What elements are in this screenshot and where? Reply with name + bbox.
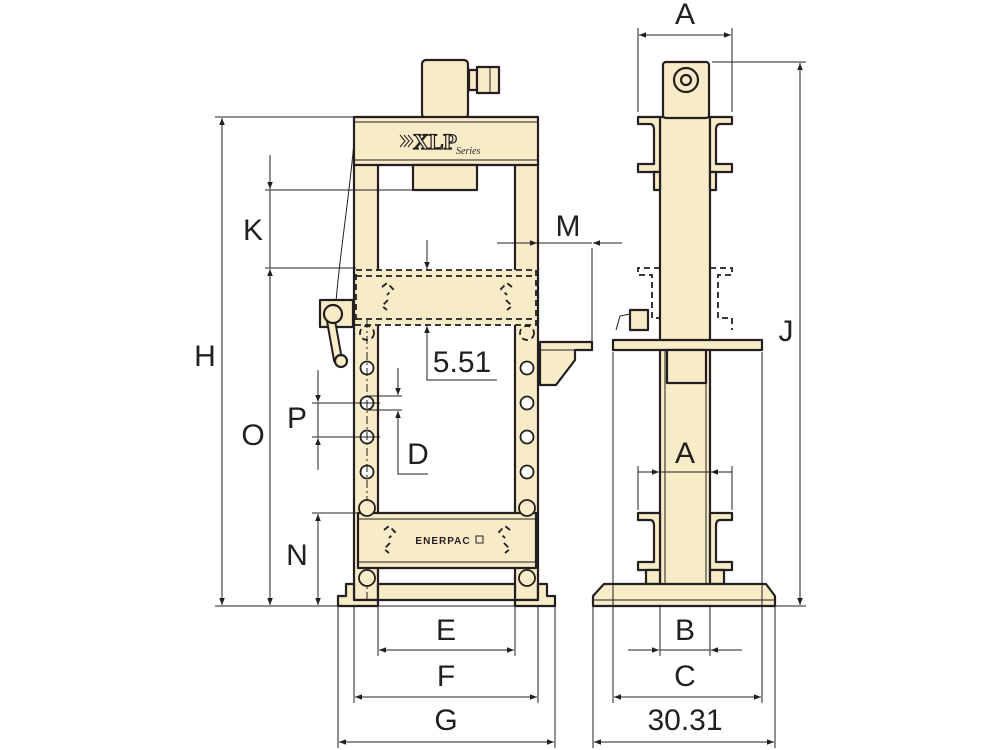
left-foot bbox=[336, 582, 380, 608]
dim-d: D bbox=[407, 438, 429, 471]
dim-e: E bbox=[436, 614, 456, 647]
dim-b: B bbox=[675, 614, 695, 647]
bolster-alt-position bbox=[355, 269, 537, 326]
dim-p: P bbox=[287, 402, 307, 435]
cylinder bbox=[420, 58, 470, 120]
right-foot bbox=[513, 582, 557, 608]
front-dimensions: H K O N P D 5.51 M bbox=[194, 116, 622, 748]
side-dimensions: A J A B C 30.31 bbox=[592, 0, 806, 748]
side-view bbox=[591, 60, 777, 608]
ram bbox=[411, 163, 479, 192]
coupler-fitting bbox=[467, 65, 501, 95]
dim-h: H bbox=[194, 340, 216, 373]
svg-text:XLP: XLP bbox=[413, 129, 457, 154]
side-table bbox=[611, 338, 764, 352]
bottom-crossbar bbox=[376, 582, 517, 602]
lower-bolster bbox=[356, 511, 538, 570]
side-base bbox=[591, 582, 777, 608]
dim-g: G bbox=[434, 704, 457, 737]
dim-o: O bbox=[241, 419, 264, 452]
brand-plate: ENERPAC bbox=[415, 536, 470, 547]
dim-k: K bbox=[243, 214, 263, 247]
dim-stroke-value: 5.51 bbox=[433, 346, 491, 379]
dim-f: F bbox=[437, 660, 455, 693]
dim-base-depth: 30.31 bbox=[647, 704, 722, 737]
pump bbox=[628, 308, 650, 332]
side-tray bbox=[538, 340, 594, 387]
dim-a-top: A bbox=[675, 0, 695, 31]
pump-handle bbox=[318, 298, 355, 369]
column-holes bbox=[359, 360, 535, 480]
dim-j: J bbox=[779, 315, 794, 348]
svg-text:Series: Series bbox=[456, 146, 481, 157]
dim-c: C bbox=[674, 660, 696, 693]
front-view: XLP Series ENERPAC bbox=[318, 58, 594, 608]
dim-a-mid: A bbox=[675, 437, 695, 470]
xlp-series-logo: XLP Series bbox=[399, 128, 481, 157]
dim-n: N bbox=[286, 539, 308, 572]
dim-m: M bbox=[556, 210, 581, 243]
